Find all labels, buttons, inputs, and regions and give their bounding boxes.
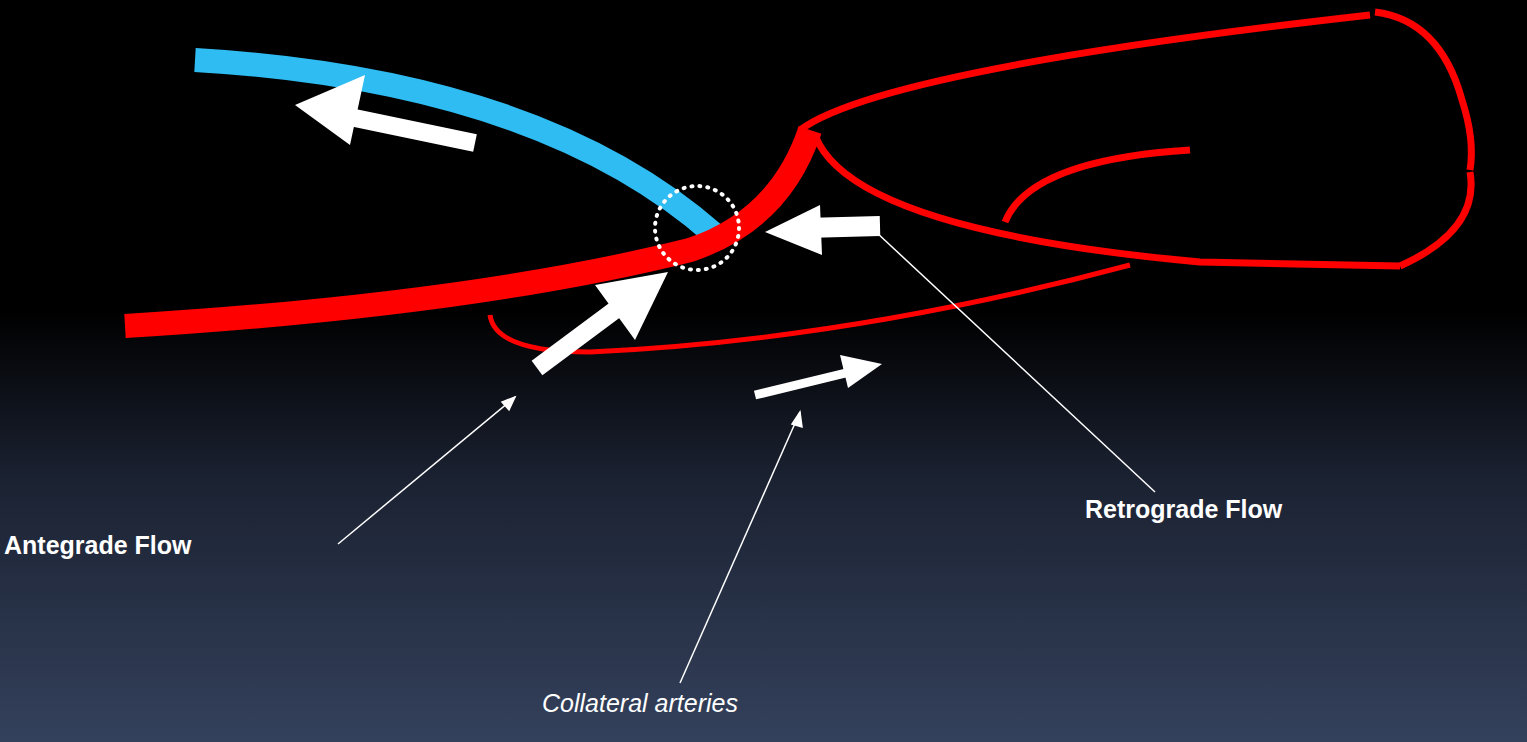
distal-arteries (490, 12, 1471, 352)
flow-label: Antegrade Flow (4, 530, 192, 560)
flow-arrows (295, 75, 882, 395)
blue-vessel (195, 60, 715, 235)
collateral-label: Collateral arteries (542, 688, 738, 718)
main-artery (125, 130, 810, 326)
leader-lines (338, 232, 1155, 683)
flow-label: Retrograde Flow (1085, 494, 1282, 524)
occlusion-marker (655, 186, 739, 270)
